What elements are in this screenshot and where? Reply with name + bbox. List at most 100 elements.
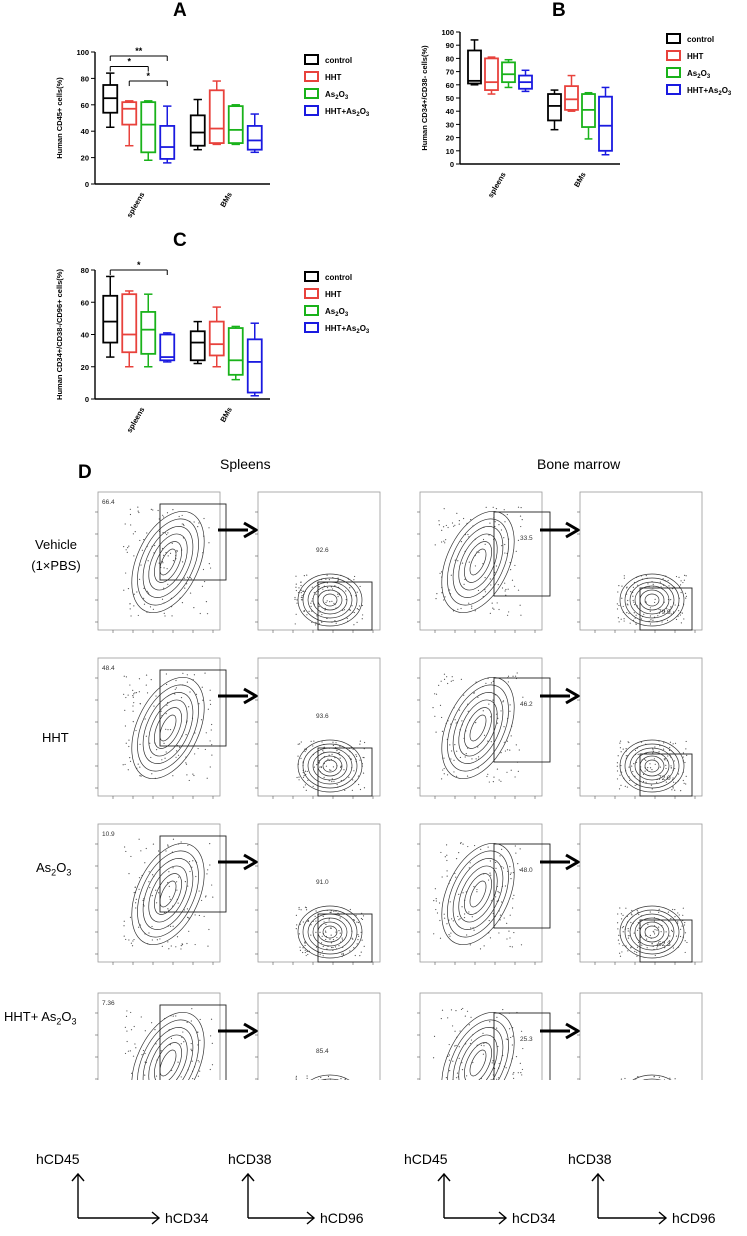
event-dot <box>144 1052 146 1055</box>
event-dot <box>164 532 166 534</box>
event-dot <box>351 789 353 791</box>
event-dot <box>502 700 505 702</box>
event-dot <box>337 579 339 581</box>
event-dot <box>685 740 687 743</box>
event-dot <box>192 860 194 862</box>
event-dot <box>682 914 684 916</box>
event-dot <box>476 888 478 891</box>
event-dot <box>652 750 655 752</box>
event-dot <box>324 930 327 932</box>
contour-ring <box>312 585 348 615</box>
event-dot <box>358 935 360 937</box>
contour-ring <box>469 880 487 908</box>
event-dot <box>300 596 303 598</box>
y-axis-label: Human CD45+ cells(%) <box>55 77 64 159</box>
event-dot <box>468 911 470 913</box>
event-dot <box>354 954 356 957</box>
event-dot <box>682 756 684 758</box>
event-dot <box>304 951 306 954</box>
event-dot <box>674 789 676 791</box>
contour-ring <box>148 865 188 923</box>
plot-frame <box>257 657 381 797</box>
event-dot <box>300 581 302 583</box>
event-dot <box>335 910 337 912</box>
event-dot <box>124 1026 126 1028</box>
event-dot <box>624 785 626 787</box>
event-dot <box>139 743 141 745</box>
event-dot <box>505 594 507 596</box>
event-dot <box>484 591 487 593</box>
event-dot <box>342 954 345 956</box>
column-title-spleens: Spleens <box>220 456 271 472</box>
event-dot <box>361 939 363 941</box>
event-dot <box>194 914 196 916</box>
event-dot <box>504 543 506 546</box>
contour-ring <box>458 865 498 923</box>
event-dot <box>359 740 361 742</box>
event-dot <box>132 721 134 723</box>
box <box>501 61 516 84</box>
event-dot <box>616 778 619 780</box>
event-dot <box>622 925 625 928</box>
event-dot <box>131 945 134 947</box>
contour-ring <box>441 1011 515 1080</box>
event-dot <box>503 917 505 919</box>
event-dot <box>443 757 445 759</box>
event-dot <box>509 937 511 939</box>
event-dot <box>323 746 325 748</box>
event-dot <box>654 929 656 931</box>
event-dot <box>306 614 308 616</box>
event-dot <box>665 781 667 783</box>
event-dot <box>492 699 494 701</box>
event-dot <box>145 735 147 737</box>
event-dot <box>682 907 684 909</box>
event-dot <box>130 1029 133 1031</box>
event-dot <box>484 543 486 546</box>
event-dot <box>630 921 632 924</box>
event-dot <box>139 775 141 777</box>
event-dot <box>325 601 327 604</box>
event-dot <box>433 933 435 935</box>
event-dot <box>316 764 318 766</box>
event-dot <box>188 917 190 919</box>
event-dot <box>634 604 636 606</box>
flow-plot: 48.0 <box>417 823 551 965</box>
y-tick-label: 20 <box>446 134 454 143</box>
box <box>208 320 225 357</box>
event-dot <box>443 913 445 915</box>
event-dot <box>353 947 355 949</box>
event-dot <box>355 754 357 756</box>
event-dot <box>500 529 503 531</box>
event-dot <box>454 872 456 875</box>
event-dot <box>441 876 443 878</box>
event-dot <box>304 942 306 944</box>
event-dot <box>128 745 130 748</box>
event-dot <box>625 945 627 947</box>
event-dot <box>620 618 622 620</box>
event-dot <box>500 780 502 782</box>
event-dot <box>507 588 509 590</box>
event-dot <box>327 1075 330 1078</box>
event-dot <box>496 1027 498 1029</box>
gate-percentage: 48.0 <box>520 867 533 874</box>
event-dot <box>175 756 177 758</box>
event-dot <box>326 574 328 576</box>
event-dot <box>462 1007 464 1010</box>
legend-label: control <box>325 273 352 282</box>
event-dot <box>361 618 363 620</box>
event-dot <box>464 578 466 580</box>
event-dot <box>495 867 497 869</box>
event-dot <box>195 693 198 695</box>
event-dot <box>175 881 178 883</box>
event-dot <box>653 920 655 922</box>
contour-ring <box>131 842 205 946</box>
event-dot <box>132 533 134 535</box>
event-dot <box>343 609 346 611</box>
event-dot <box>636 909 638 911</box>
event-dot <box>509 865 511 868</box>
event-dot <box>618 934 620 936</box>
event-dot <box>169 898 171 900</box>
event-dot <box>680 790 682 792</box>
event-dot <box>149 887 151 889</box>
